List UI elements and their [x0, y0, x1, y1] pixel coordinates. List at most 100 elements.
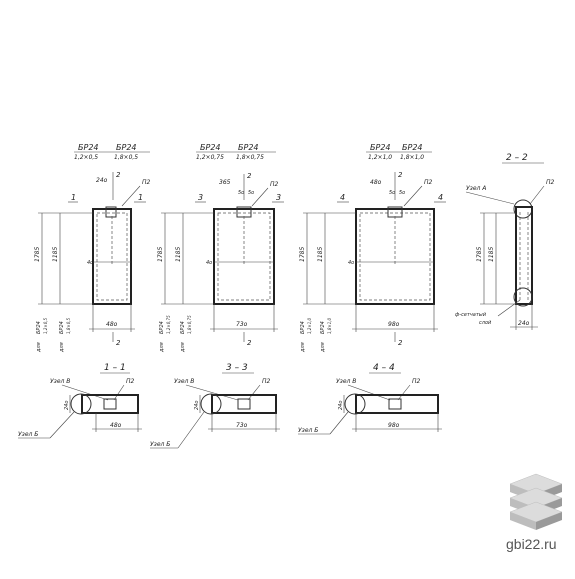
panel2-section-right: 3 — [276, 193, 281, 202]
panel2-height-inner: 1185 — [175, 247, 182, 262]
panel3-dim50-b: 5о — [399, 190, 405, 196]
panel3-size1: 1,2×1,0 — [368, 154, 392, 161]
side-node-label: Узел А — [466, 185, 486, 192]
panel3-section2-bottom: 2 — [398, 339, 403, 347]
section4-outline — [355, 394, 439, 414]
panel3-dim50-a: 5о — [389, 190, 395, 196]
panel-elevation-3: БР24 БР24 1,2×1,0 1,8×1,0 48о 2 5о 5о П2… — [299, 143, 446, 353]
panel3-size2: 1,8×1,0 — [400, 154, 424, 161]
panel1-for-label2: для — [59, 342, 65, 353]
panel1-side-sub1: 1,2×0,5 — [43, 317, 48, 334]
panel3-side-sub1: 1,2×1,0 — [307, 317, 312, 334]
panel3-mark2: БР24 — [402, 143, 423, 152]
section4-width: 98о — [388, 422, 400, 429]
section1-outline — [81, 394, 139, 414]
side-note2: слой — [479, 320, 492, 326]
section3-height: 24о — [194, 401, 200, 410]
panel3-side-label1: БР24 — [300, 321, 306, 334]
panel2-top-dim: 365 — [219, 179, 231, 186]
section1-height: 24о — [64, 401, 70, 410]
panel2-side-label1: БР24 — [159, 321, 165, 334]
section3-title: 3 – 3 — [226, 363, 248, 373]
panel2-mark2: БР24 — [238, 143, 259, 152]
panel1-section2-top: 2 — [116, 171, 121, 179]
panel1-mark2: БР24 — [116, 143, 137, 152]
section4-node-b: Узел Б — [298, 427, 318, 434]
panel1-section2-bottom: 2 — [116, 339, 121, 347]
section3-pt: П2 — [262, 378, 271, 385]
panel1-size1: 1,2×0,5 — [74, 154, 98, 161]
section3-node-v: Узел В — [174, 378, 194, 385]
panel2-outline — [213, 208, 275, 305]
stacked-slabs-logo — [509, 473, 563, 530]
panel3-bottom-dim: 98о — [388, 321, 400, 328]
panel2-pt: П2 — [270, 181, 279, 188]
panel2-for-label1: для — [159, 342, 165, 353]
section1-pt: П2 — [126, 378, 135, 385]
panel2-for-label2: для — [180, 342, 186, 353]
section1-node-v: Узел В — [50, 378, 70, 385]
section3-node-b: Узел Б — [150, 441, 170, 448]
panel3-side-label2: БР24 — [320, 321, 326, 334]
panel3-pt: П2 — [424, 179, 433, 186]
panel2-dim50-b: 5о — [248, 190, 254, 196]
panel1-side-label2: БР24 — [59, 321, 65, 334]
section-4-4: 4 – 4 Узел В П2 24о 98о Узел Б — [298, 363, 442, 435]
panel3-for-label1: для — [300, 342, 306, 353]
panel2-section2-top: 2 — [247, 172, 252, 180]
section1-title: 1 – 1 — [104, 363, 126, 373]
panel-elevation-1: БР24 БР24 1,2×0,5 1,8×0,5 24о 2 П2 1 1 1… — [34, 143, 151, 353]
panel2-mid-dim: 4о — [206, 260, 212, 266]
panel2-side-sub1: 1,2×0,75 — [166, 315, 171, 334]
section4-title: 4 – 4 — [373, 363, 395, 373]
side-height: 1785 — [476, 247, 483, 262]
side-inner: 1185 — [488, 247, 495, 262]
section3-outline — [211, 394, 277, 414]
panel2-dim50-a: 5о — [238, 190, 244, 196]
panel3-top-dim: 48о — [370, 179, 382, 186]
panel1-outline — [92, 208, 132, 305]
panel3-section-left: 4 — [340, 193, 345, 202]
panel-elevation-2: БР24 БР24 1,2×0,75 1,8×0,75 365 2 5о 5о … — [157, 143, 284, 353]
panel1-for-label1: для — [36, 342, 42, 353]
panel3-for-label2: для — [320, 342, 326, 353]
side-pt-label: П2 — [546, 179, 555, 186]
panel1-section-right: 1 — [138, 193, 143, 202]
section4-node-v: Узел В — [336, 378, 356, 385]
section4-height: 24о — [338, 401, 344, 410]
section3-node-b-circle — [200, 393, 222, 415]
panel2-side-sub2: 1,8×0,75 — [187, 315, 192, 334]
section1-width: 48о — [110, 422, 122, 429]
panel1-size2: 1,8×0,5 — [114, 154, 138, 161]
panel2-size1: 1,2×0,75 — [196, 154, 224, 161]
side-view-2-2: 2 – 2 Узел А П2 1785 1185 ф-сетчатый сло… — [455, 153, 555, 330]
panel1-height-inner: 1185 — [52, 247, 59, 262]
section3-width: 73о — [236, 422, 248, 429]
side-note1: ф-сетчатый — [455, 312, 487, 318]
panel2-side-label2: БР24 — [180, 321, 186, 334]
side-view-title: 2 – 2 — [506, 153, 528, 163]
section-1-1: 1 – 1 Узел В П2 24о 48о Узел Б — [18, 363, 142, 439]
panel2-mark1: БР24 — [200, 143, 221, 152]
section1-node-b: Узел Б — [18, 431, 38, 438]
panel3-outline — [355, 208, 435, 305]
panel1-height-outer: 1785 — [34, 247, 41, 262]
panel3-section2-top: 2 — [398, 171, 403, 179]
panel1-mark1: БР24 — [78, 143, 99, 152]
site-watermark[interactable]: gbi22.ru — [506, 536, 557, 552]
side-panel-outline — [515, 206, 533, 305]
panel1-side-sub2: 1,8×0,5 — [66, 317, 71, 334]
panel1-side-label1: БР24 — [36, 321, 42, 334]
panel3-height-inner: 1185 — [317, 247, 324, 262]
panel1-bottom-dim: 48о — [106, 321, 118, 328]
panel2-section2-bottom: 2 — [247, 339, 252, 347]
panel2-height-outer: 1785 — [157, 247, 164, 262]
section4-pt: П2 — [412, 378, 421, 385]
panel1-section-left: 1 — [71, 193, 76, 202]
panel2-section-left: 3 — [198, 193, 203, 202]
section4-node-b-circle — [344, 393, 366, 415]
panel3-section-right: 4 — [438, 193, 443, 202]
section-3-3: 3 – 3 Узел В П2 24о 73о Узел Б — [150, 363, 280, 449]
